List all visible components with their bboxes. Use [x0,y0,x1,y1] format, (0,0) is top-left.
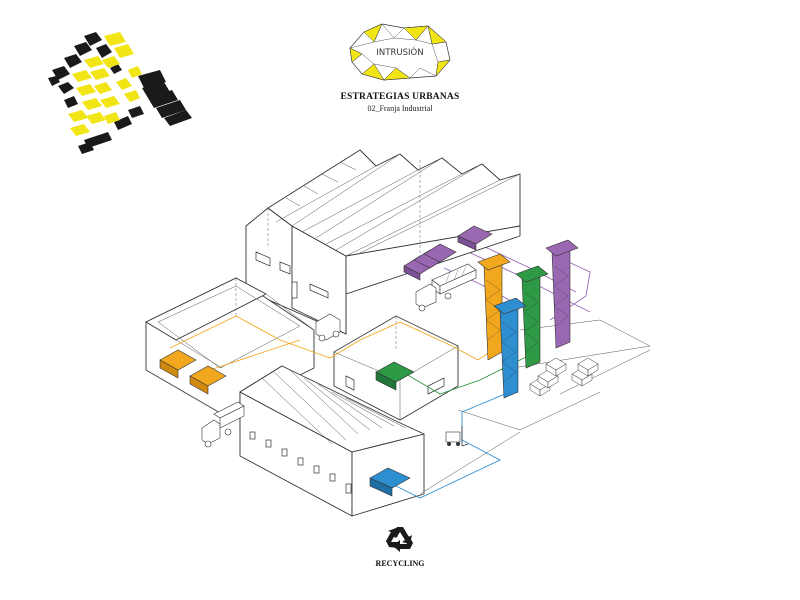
green-container [375,361,415,391]
map-plan-icon [48,32,192,154]
truck-icon [315,313,341,342]
warehouse-main [245,149,521,335]
page-title: ESTRATEGIAS URBANAS [340,92,460,102]
orange-network [169,300,497,371]
page-subtitle: 02_Franja Industrial [367,104,433,113]
blue-tower [493,297,527,399]
forklift-icon [445,426,469,447]
intrusion-logo-icon: INTRUSIÓN [349,23,451,81]
logo-word: INTRUSIÓN [376,46,423,58]
recycle-icon [386,527,413,552]
truck-icon [201,401,245,448]
blue-container [369,467,411,497]
purple-containers [403,225,493,281]
purple-tower [545,239,579,349]
green-tower [515,265,549,369]
orange-containers [159,349,227,395]
orange-tower [477,253,511,361]
footer-label: RECYCLING [375,559,425,568]
truck-icon [415,263,477,312]
pallet-icon [529,357,599,397]
